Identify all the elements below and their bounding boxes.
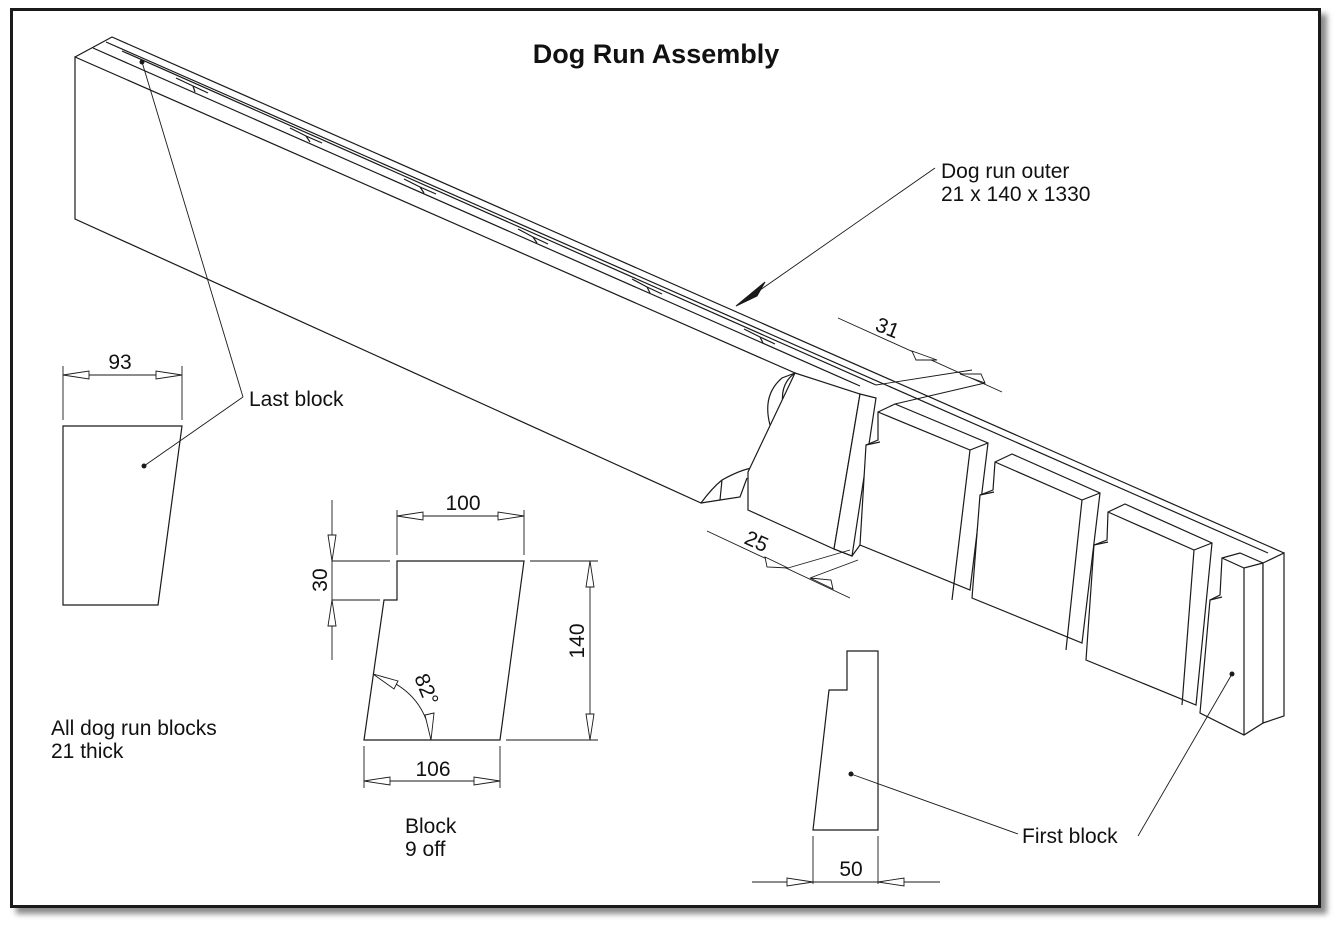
note-line2: 21 thick: [51, 740, 124, 763]
dimension-25: 25: [706, 527, 859, 599]
drawing-title: Dog Run Assembly: [533, 39, 780, 69]
dim-93-label: 93: [108, 351, 131, 374]
outer-label-line1: Dog run outer: [941, 160, 1069, 183]
dim-100-label: 100: [445, 492, 480, 515]
block-label-line2: 9 off: [405, 838, 446, 861]
last-block-label: Last block: [249, 388, 344, 411]
dim-106-label: 106: [415, 758, 450, 781]
dim-50-label: 50: [839, 858, 862, 881]
dimension-31: 31: [837, 313, 1003, 405]
dog-run-blocks: [747, 372, 1285, 736]
dim-31-label: 31: [872, 313, 902, 343]
first-block-label: First block: [1022, 825, 1118, 848]
angle-82-label: 82°: [409, 671, 442, 709]
dim-30-label: 30: [309, 568, 332, 591]
dog-run-outer-board: [74, 36, 1285, 554]
leader-last-block: [139, 59, 244, 469]
first-block-detail: [752, 650, 940, 887]
dim-25-label: 25: [741, 527, 772, 558]
block-label-line1: Block: [405, 815, 457, 838]
standard-block-detail: [327, 500, 598, 788]
outer-label-line2: 21 x 140 x 1330: [941, 183, 1090, 206]
dim-140-label: 140: [566, 623, 589, 658]
leader-dog-run-outer: [735, 167, 936, 307]
leader-first-block: [848, 671, 1235, 837]
last-block-detail: [62, 366, 183, 606]
note-line1: All dog run blocks: [51, 717, 217, 740]
